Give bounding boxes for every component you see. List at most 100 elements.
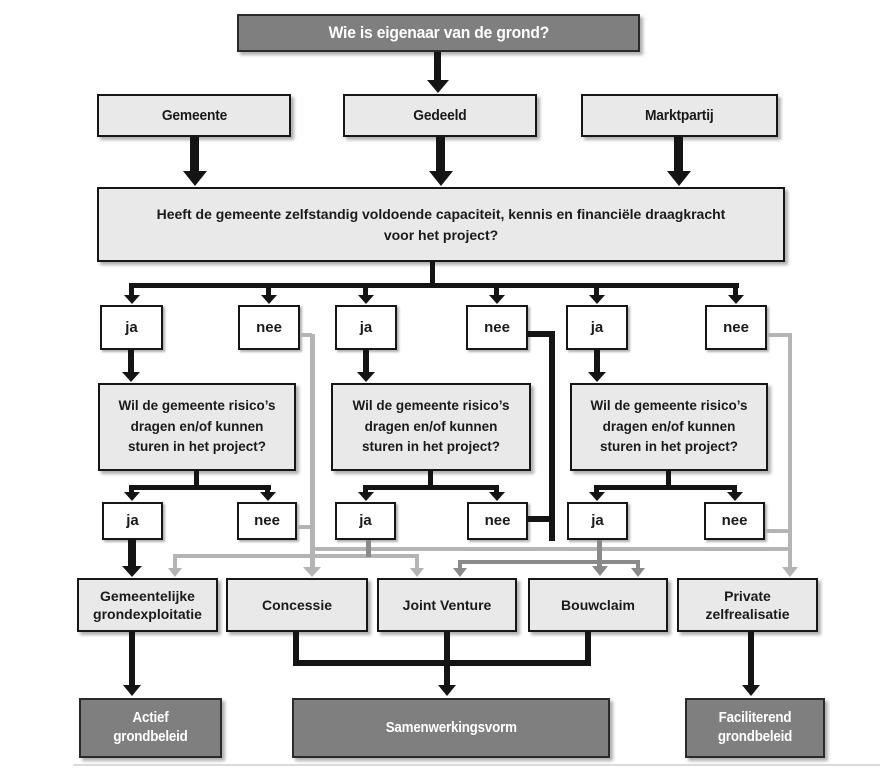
flow-connector-line [190, 137, 199, 173]
outcome-label: Bouwclaim [561, 596, 635, 613]
answer-label: ja [590, 318, 604, 336]
outcome-box-bouwclaim: Bouwclaim [528, 578, 668, 632]
flow-connector-line [494, 283, 499, 296]
arrowhead-down-icon [727, 295, 744, 304]
flow-connector-line [594, 485, 737, 490]
answer-row1-nee-3: nee [705, 305, 767, 350]
flow-connector-line [430, 262, 435, 285]
final-label: Samenwerkingsvorm [385, 719, 517, 736]
arrowhead-down-icon [488, 295, 505, 304]
final-label: Faciliterend grondbeleid [717, 710, 793, 745]
risk-question-line: Wil de gemeente risico’s [590, 397, 748, 413]
answer-row2-ja-3: ja [567, 502, 628, 540]
flow-connector-line [528, 331, 555, 337]
flow-connector-line [594, 350, 600, 373]
arrowhead-down-icon [260, 295, 277, 304]
flow-connector-line [128, 540, 136, 567]
arrowhead-down-icon [426, 80, 449, 93]
arrowhead-down-icon [357, 372, 375, 382]
risk-question-line: Wil de gemeente risico’s [118, 397, 276, 413]
owner-gemeente-label: Gemeente [161, 106, 227, 124]
outcome-box-private-zelfrealisatie: Private zelfrealisatie [677, 578, 818, 632]
arrowhead-down-icon [742, 685, 760, 696]
risk-question-line: sturen in het project? [127, 439, 266, 455]
flow-connector-line [748, 632, 754, 685]
flow-connector-line [436, 137, 445, 173]
flow-connector-line [129, 485, 134, 493]
flow-connector-line [363, 283, 368, 296]
risk-question-line: dragen en/of kunnen [130, 418, 264, 434]
answer-label: nee [721, 512, 748, 530]
risk-question-box-1: Wil de gemeente risico’s dragen en/of ku… [98, 383, 296, 471]
flow-connector-line [458, 560, 640, 564]
flow-connector-line [310, 547, 792, 551]
flow-connector-line [129, 632, 135, 685]
answer-label: ja [125, 318, 138, 336]
answer-label: ja [359, 512, 372, 530]
flow-connector-line [300, 333, 312, 337]
arrowhead-down-icon [782, 567, 798, 577]
flow-connector-line [765, 529, 790, 533]
owner-box-marktpartij: Marktpartij [581, 94, 778, 137]
risk-question-line: sturen in het project? [361, 439, 500, 455]
answer-row2-ja-2: ja [335, 502, 396, 540]
answer-label: ja [359, 318, 373, 336]
answer-label: nee [484, 318, 510, 336]
arrowhead-down-icon [168, 568, 182, 577]
arrowhead-down-icon [588, 492, 605, 501]
answer-row2-nee-2: nee [467, 502, 528, 540]
risk-question-line: dragen en/of kunnen [364, 418, 498, 434]
answer-label: ja [591, 512, 604, 530]
flow-connector-line [636, 560, 640, 569]
capacity-question-line1: Heeft de gemeente zelfstandig voldoende … [156, 205, 726, 222]
answer-label: nee [484, 512, 511, 530]
root-question-box: Wie is eigenaar van de grond? [237, 14, 640, 52]
arrowhead-down-icon [122, 372, 140, 382]
final-box-samenwerkingsvorm: Samenwerkingsvorm [292, 698, 610, 758]
flow-connector-line [494, 485, 499, 493]
final-label: Actief grondbeleid [113, 710, 188, 745]
flow-connector-line [666, 471, 671, 487]
answer-row1-ja-3: ja [566, 305, 628, 350]
arrowhead-down-icon [410, 568, 424, 577]
flow-connector-line [129, 485, 271, 490]
capacity-question-line2: voor het project? [383, 226, 499, 243]
answer-row1-ja-2: ja [335, 305, 397, 350]
answer-row2-nee-1: nee [237, 502, 297, 540]
outcome-label: Joint Venture [402, 596, 492, 613]
answer-label: nee [723, 318, 749, 336]
arrowhead-down-icon [182, 171, 207, 186]
flow-connector-line [297, 525, 312, 529]
arrowhead-down-icon [259, 492, 276, 501]
flow-connector-line [265, 485, 270, 493]
flow-connector-line [788, 334, 792, 568]
flow-connector-line [173, 556, 177, 569]
flow-connector-line [732, 485, 737, 493]
arrowhead-down-icon [438, 685, 456, 696]
risk-question-line: dragen en/of kunnen [602, 418, 736, 434]
root-question-label: Wie is eigenaar van de grond? [328, 22, 549, 42]
owner-box-gedeeld: Gedeeld [343, 94, 537, 137]
flow-connector-line [733, 283, 738, 296]
owner-gedeeld-label: Gedeeld [413, 106, 467, 124]
arrowhead-down-icon [357, 295, 374, 304]
outcome-box-joint-venture: Joint Venture [377, 578, 517, 632]
arrowhead-down-icon [122, 566, 142, 577]
arrowhead-down-icon [303, 567, 321, 577]
arrowhead-down-icon [123, 685, 141, 696]
outcome-box-concessie: Concessie [226, 578, 368, 632]
flow-connector-line [363, 485, 499, 490]
final-box-faciliterend-grondbeleid: Faciliterend grondbeleid [685, 698, 825, 758]
answer-row2-nee-3: nee [704, 502, 765, 540]
flow-connector-line [434, 52, 441, 81]
flow-connector-line [444, 632, 450, 685]
answer-row1-nee-2: nee [466, 305, 528, 350]
flow-connector-line [266, 283, 271, 296]
final-box-actief-grondbeleid: Actief grondbeleid [79, 698, 222, 758]
flow-connector-line [129, 283, 134, 296]
arrowhead-down-icon [488, 492, 505, 501]
arrowhead-down-icon [666, 171, 691, 186]
answer-label: nee [254, 512, 280, 530]
flow-connector-line [173, 554, 419, 558]
